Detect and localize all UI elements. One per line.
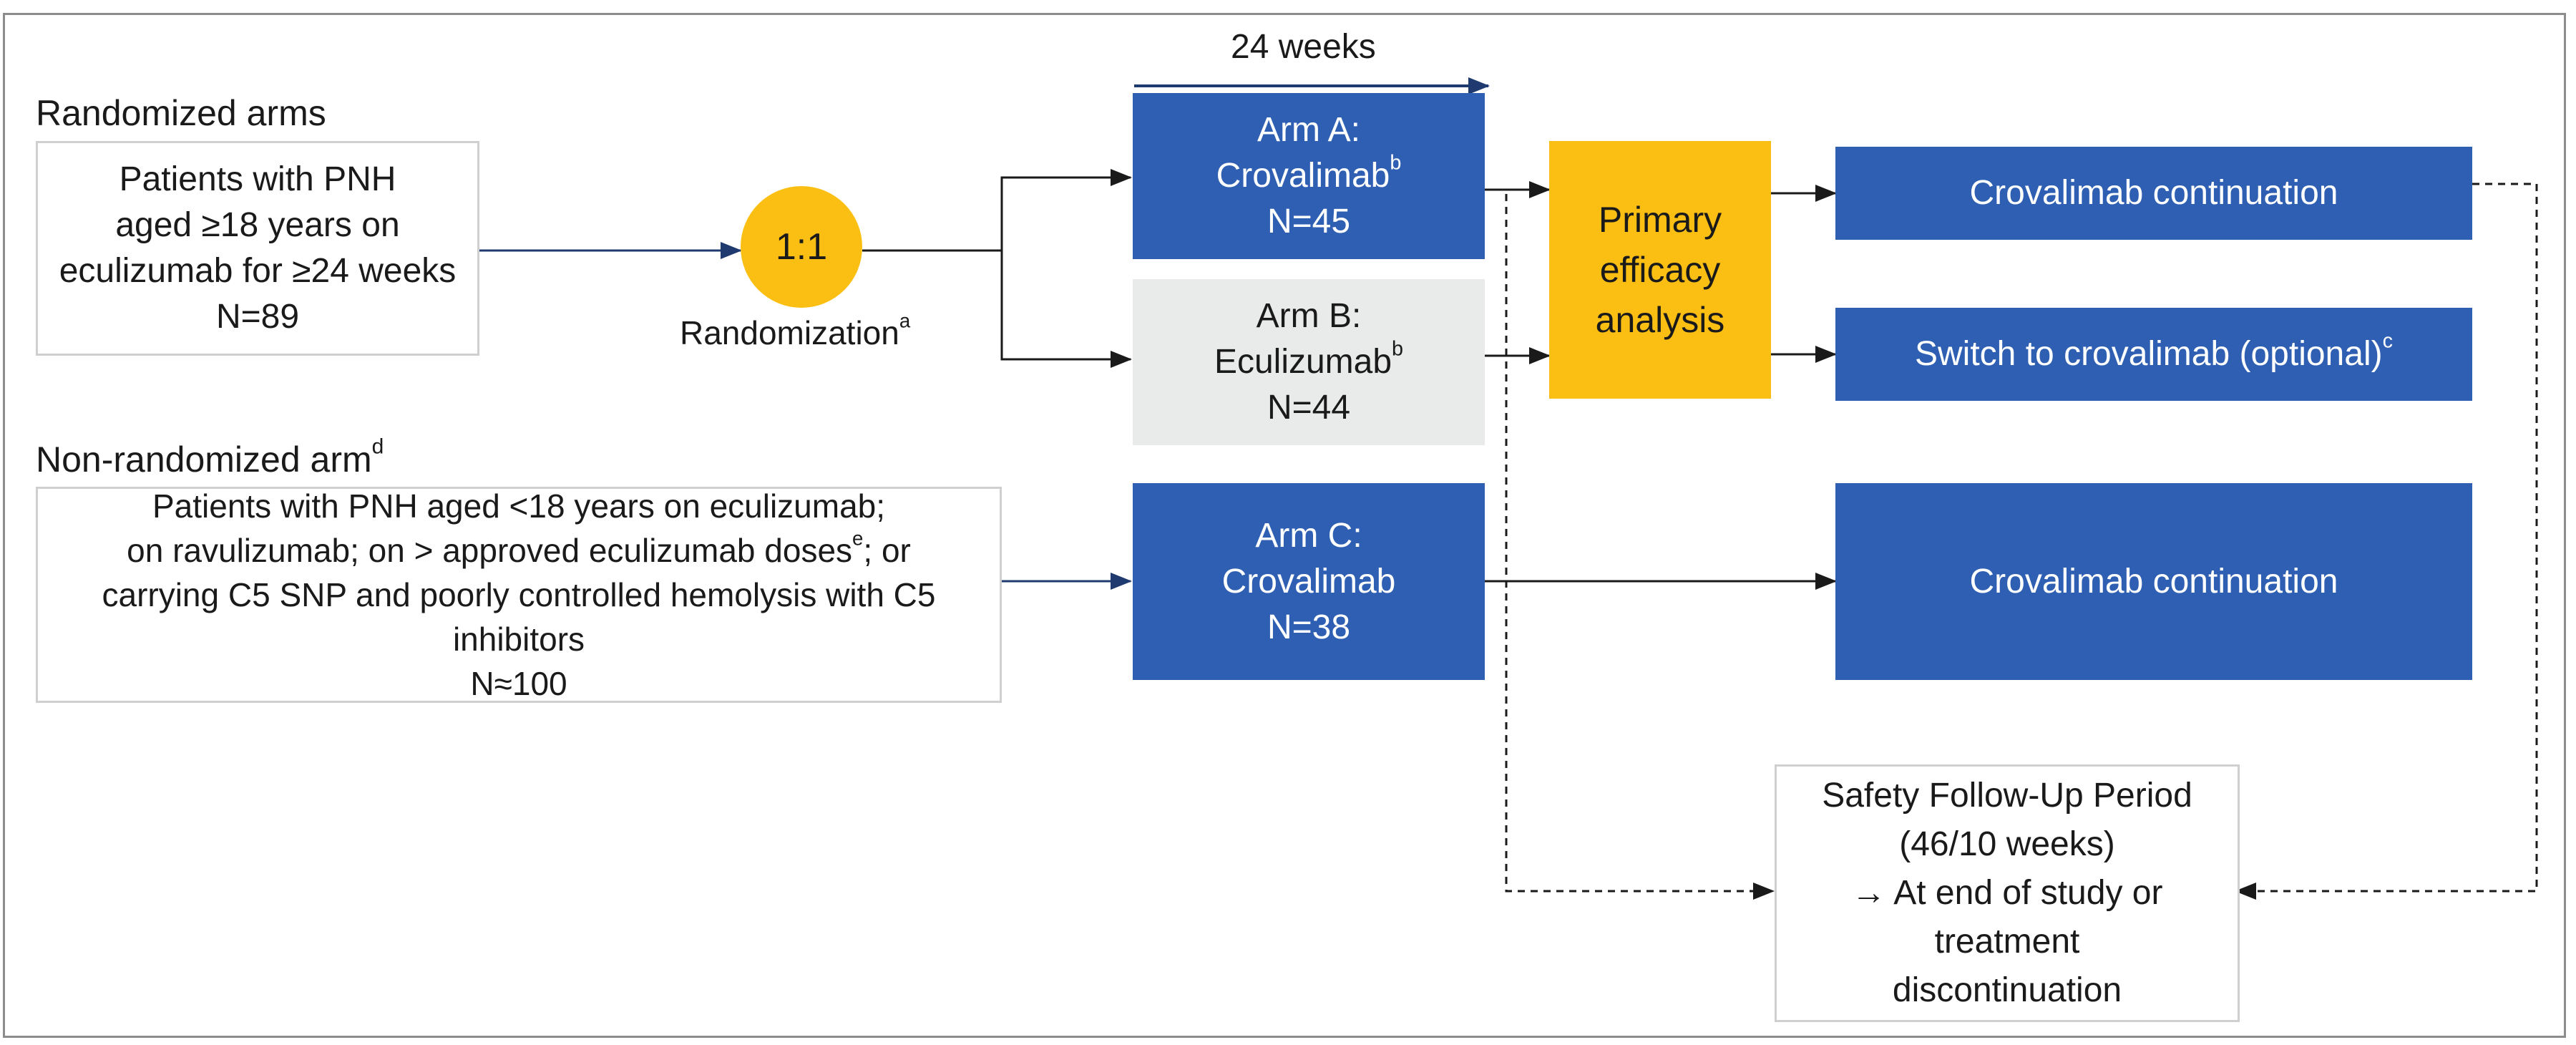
duration-label: 24 weeks: [1231, 28, 1376, 66]
crovalimab-continuation-label-c: Crovalimab continuation: [1969, 562, 2338, 601]
arm-a-drug: Crovalimabb: [1216, 151, 1402, 195]
dashed-outcomes-to-safety-line: [2235, 183, 2538, 900]
non-randomized-population-line-3: carrying C5 SNP and poorly controlled he…: [102, 576, 936, 613]
non-randomized-population-n: N≈100: [470, 665, 567, 702]
randomized-population-line-2: aged ≥18 years on: [115, 206, 400, 244]
arm-a-box: Arm A: Crovalimabb N=45: [1133, 93, 1485, 259]
non-randomized-population-box: Patients with PNH aged <18 years on ecul…: [36, 487, 1002, 703]
non-randomized-population-line-1: Patients with PNH aged <18 years on ecul…: [152, 487, 886, 525]
safety-line-2: (46/10 weeks): [1899, 825, 2115, 863]
diagram-frame: [3, 13, 2566, 1038]
non-randomized-population-line-2: on ravulizumab; on > approved eculizumab…: [127, 527, 911, 569]
randomized-population-line-1: Patients with PNH: [119, 160, 396, 198]
crovalimab-continuation-box-a: Crovalimab continuation: [1835, 147, 2472, 240]
non-randomized-footnote: d: [371, 434, 384, 459]
safety-line-4: treatment: [1934, 923, 2080, 961]
randomization-footnote: a: [899, 309, 911, 332]
dose-footnote: e: [852, 527, 864, 550]
arm-b-drug: Eculizumabb: [1214, 337, 1404, 381]
randomization-label: Randomizationa: [680, 311, 910, 352]
arm-b-box: Arm B: Eculizumabb N=44: [1133, 279, 1485, 445]
safety-line-1: Safety Follow-Up Period: [1822, 777, 2192, 815]
randomized-population-n: N=89: [215, 298, 300, 336]
switch-footnote: c: [2382, 329, 2393, 353]
arm-c-title: Arm C:: [1255, 516, 1362, 555]
arm-c-n: N=38: [1267, 608, 1351, 646]
arm-b-n: N=44: [1267, 389, 1351, 427]
arm-a-n: N=45: [1267, 203, 1351, 240]
crovalimab-continuation-label-a: Crovalimab continuation: [1969, 174, 2338, 212]
primary-analysis-line-2: efficacy: [1599, 250, 1721, 290]
arm-a-title: Arm A:: [1257, 111, 1361, 149]
arm-a-footnote: b: [1390, 151, 1402, 175]
arm-c-drug: Crovalimab: [1221, 562, 1396, 601]
arm-b-title: Arm B:: [1256, 297, 1362, 335]
primary-efficacy-analysis-box: Primary efficacy analysis: [1549, 141, 1771, 399]
randomized-population-box: Patients with PNH aged ≥18 years on ecul…: [36, 141, 479, 356]
randomization-label-text: Randomization: [680, 314, 899, 351]
randomization-ratio-circle: 1:1: [741, 186, 862, 308]
non-randomized-population-line-4: inhibitors: [452, 621, 585, 658]
safety-line-3: → At end of study or: [1851, 874, 2163, 912]
randomization-to-arm-b-line: [1000, 251, 1132, 368]
randomized-population-line-3: eculizumab for ≥24 weeks: [59, 252, 457, 290]
crovalimab-continuation-box-c: Crovalimab continuation: [1835, 483, 2472, 680]
non-randomized-arm-heading-text: Non-randomized arm: [36, 439, 372, 480]
randomized-arms-heading: Randomized arms: [36, 93, 326, 133]
switch-to-crovalimab-label: Switch to crovalimab (optional)c: [1914, 329, 2393, 373]
arm-c-box: Arm C: Crovalimab N=38: [1133, 483, 1485, 680]
randomization-ratio: 1:1: [775, 226, 828, 268]
arm-b-footnote: b: [1392, 337, 1404, 361]
primary-analysis-line-1: Primary: [1598, 200, 1722, 240]
non-randomized-arm-heading: Non-randomized armd: [36, 434, 384, 481]
switch-to-crovalimab-box: Switch to crovalimab (optional)c: [1835, 308, 2472, 401]
dashed-arms-to-safety-line: [1485, 188, 1775, 900]
safety-line-5: discontinuation: [1892, 971, 2122, 1009]
safety-follow-up-box: Safety Follow-Up Period (46/10 weeks) → …: [1775, 764, 2240, 1022]
randomization-split-line: [862, 169, 1132, 252]
primary-analysis-line-3: analysis: [1595, 300, 1725, 340]
